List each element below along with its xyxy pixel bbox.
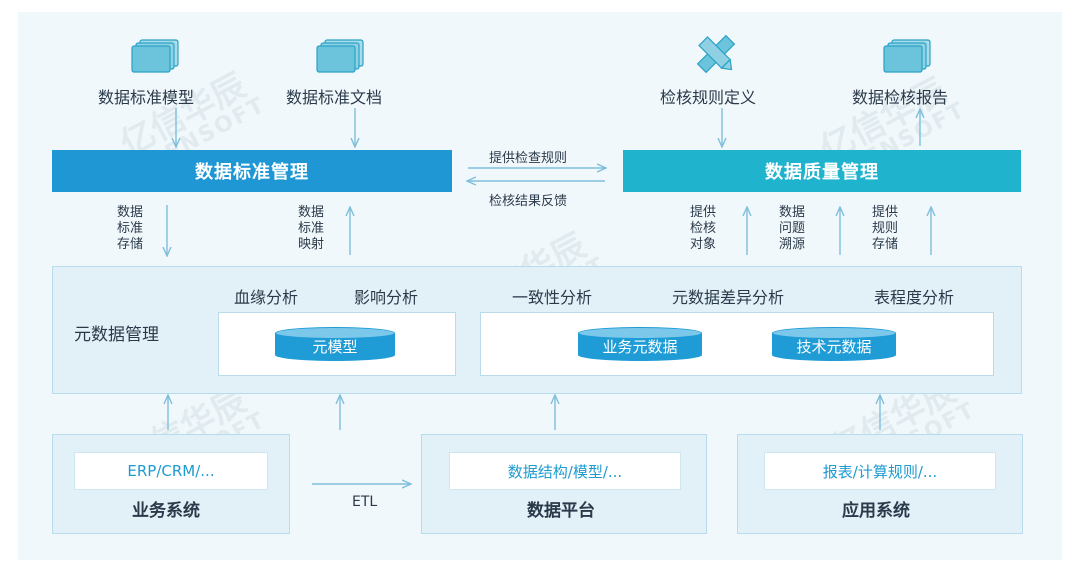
application-system-chip: 报表/计算规则/... [764,452,996,490]
data-quality-bar: 数据质量管理 [623,150,1021,192]
rule-store-label: 提供 规则 存储 [872,205,899,252]
meta-model-cylinder: 元模型 [275,327,395,361]
std-doc-label: 数据标准文档 [286,88,383,107]
data-platform-chip: 数据结构/模型/... [449,452,681,490]
data-platform-title: 数据平台 [527,501,595,521]
impact-analysis-label: 影响分析 [354,288,419,307]
business-system-title: 业务系统 [132,501,200,521]
metadata-diff-analysis-label: 元数据差异分析 [672,288,785,307]
document-stack-icon [316,39,364,73]
technical-metadata-cylinder: 技术元数据 [772,327,896,361]
document-stack-icon [131,39,179,73]
provide-object-label: 提供 检核 对象 [690,205,717,252]
business-metadata-cylinder: 业务元数据 [578,327,702,361]
rule-def-label: 检核规则定义 [660,88,757,107]
table-degree-analysis-label: 表程度分析 [874,288,955,307]
metadata-title: 元数据管理 [74,325,159,345]
business-tech-metadata-panel [480,312,994,376]
feedback-label: 检核结果反馈 [489,194,568,209]
lineage-analysis-label: 血缘分析 [234,288,299,307]
business-system-chip: ERP/CRM/... [74,452,268,490]
business-metadata-label: 业务元数据 [602,337,678,356]
std-map-label: 数据 标准 映射 [298,205,325,252]
etl-label: ETL [352,494,378,510]
technical-metadata-label: 技术元数据 [796,337,872,356]
consistency-analysis-label: 一致性分析 [512,288,593,307]
check-report-label: 数据检核报告 [852,88,949,107]
pencil-ruler-icon [696,34,736,74]
std-store-label: 数据 标准 存储 [117,205,144,252]
application-system-title: 应用系统 [842,501,910,521]
provide-rules-label: 提供检查规则 [489,151,568,166]
meta-model-label: 元模型 [312,337,358,356]
trace-label: 数据 问题 溯源 [779,205,806,252]
std-model-label: 数据标准模型 [98,88,195,107]
data-standard-bar: 数据标准管理 [52,150,452,192]
document-stack-icon [883,39,931,73]
